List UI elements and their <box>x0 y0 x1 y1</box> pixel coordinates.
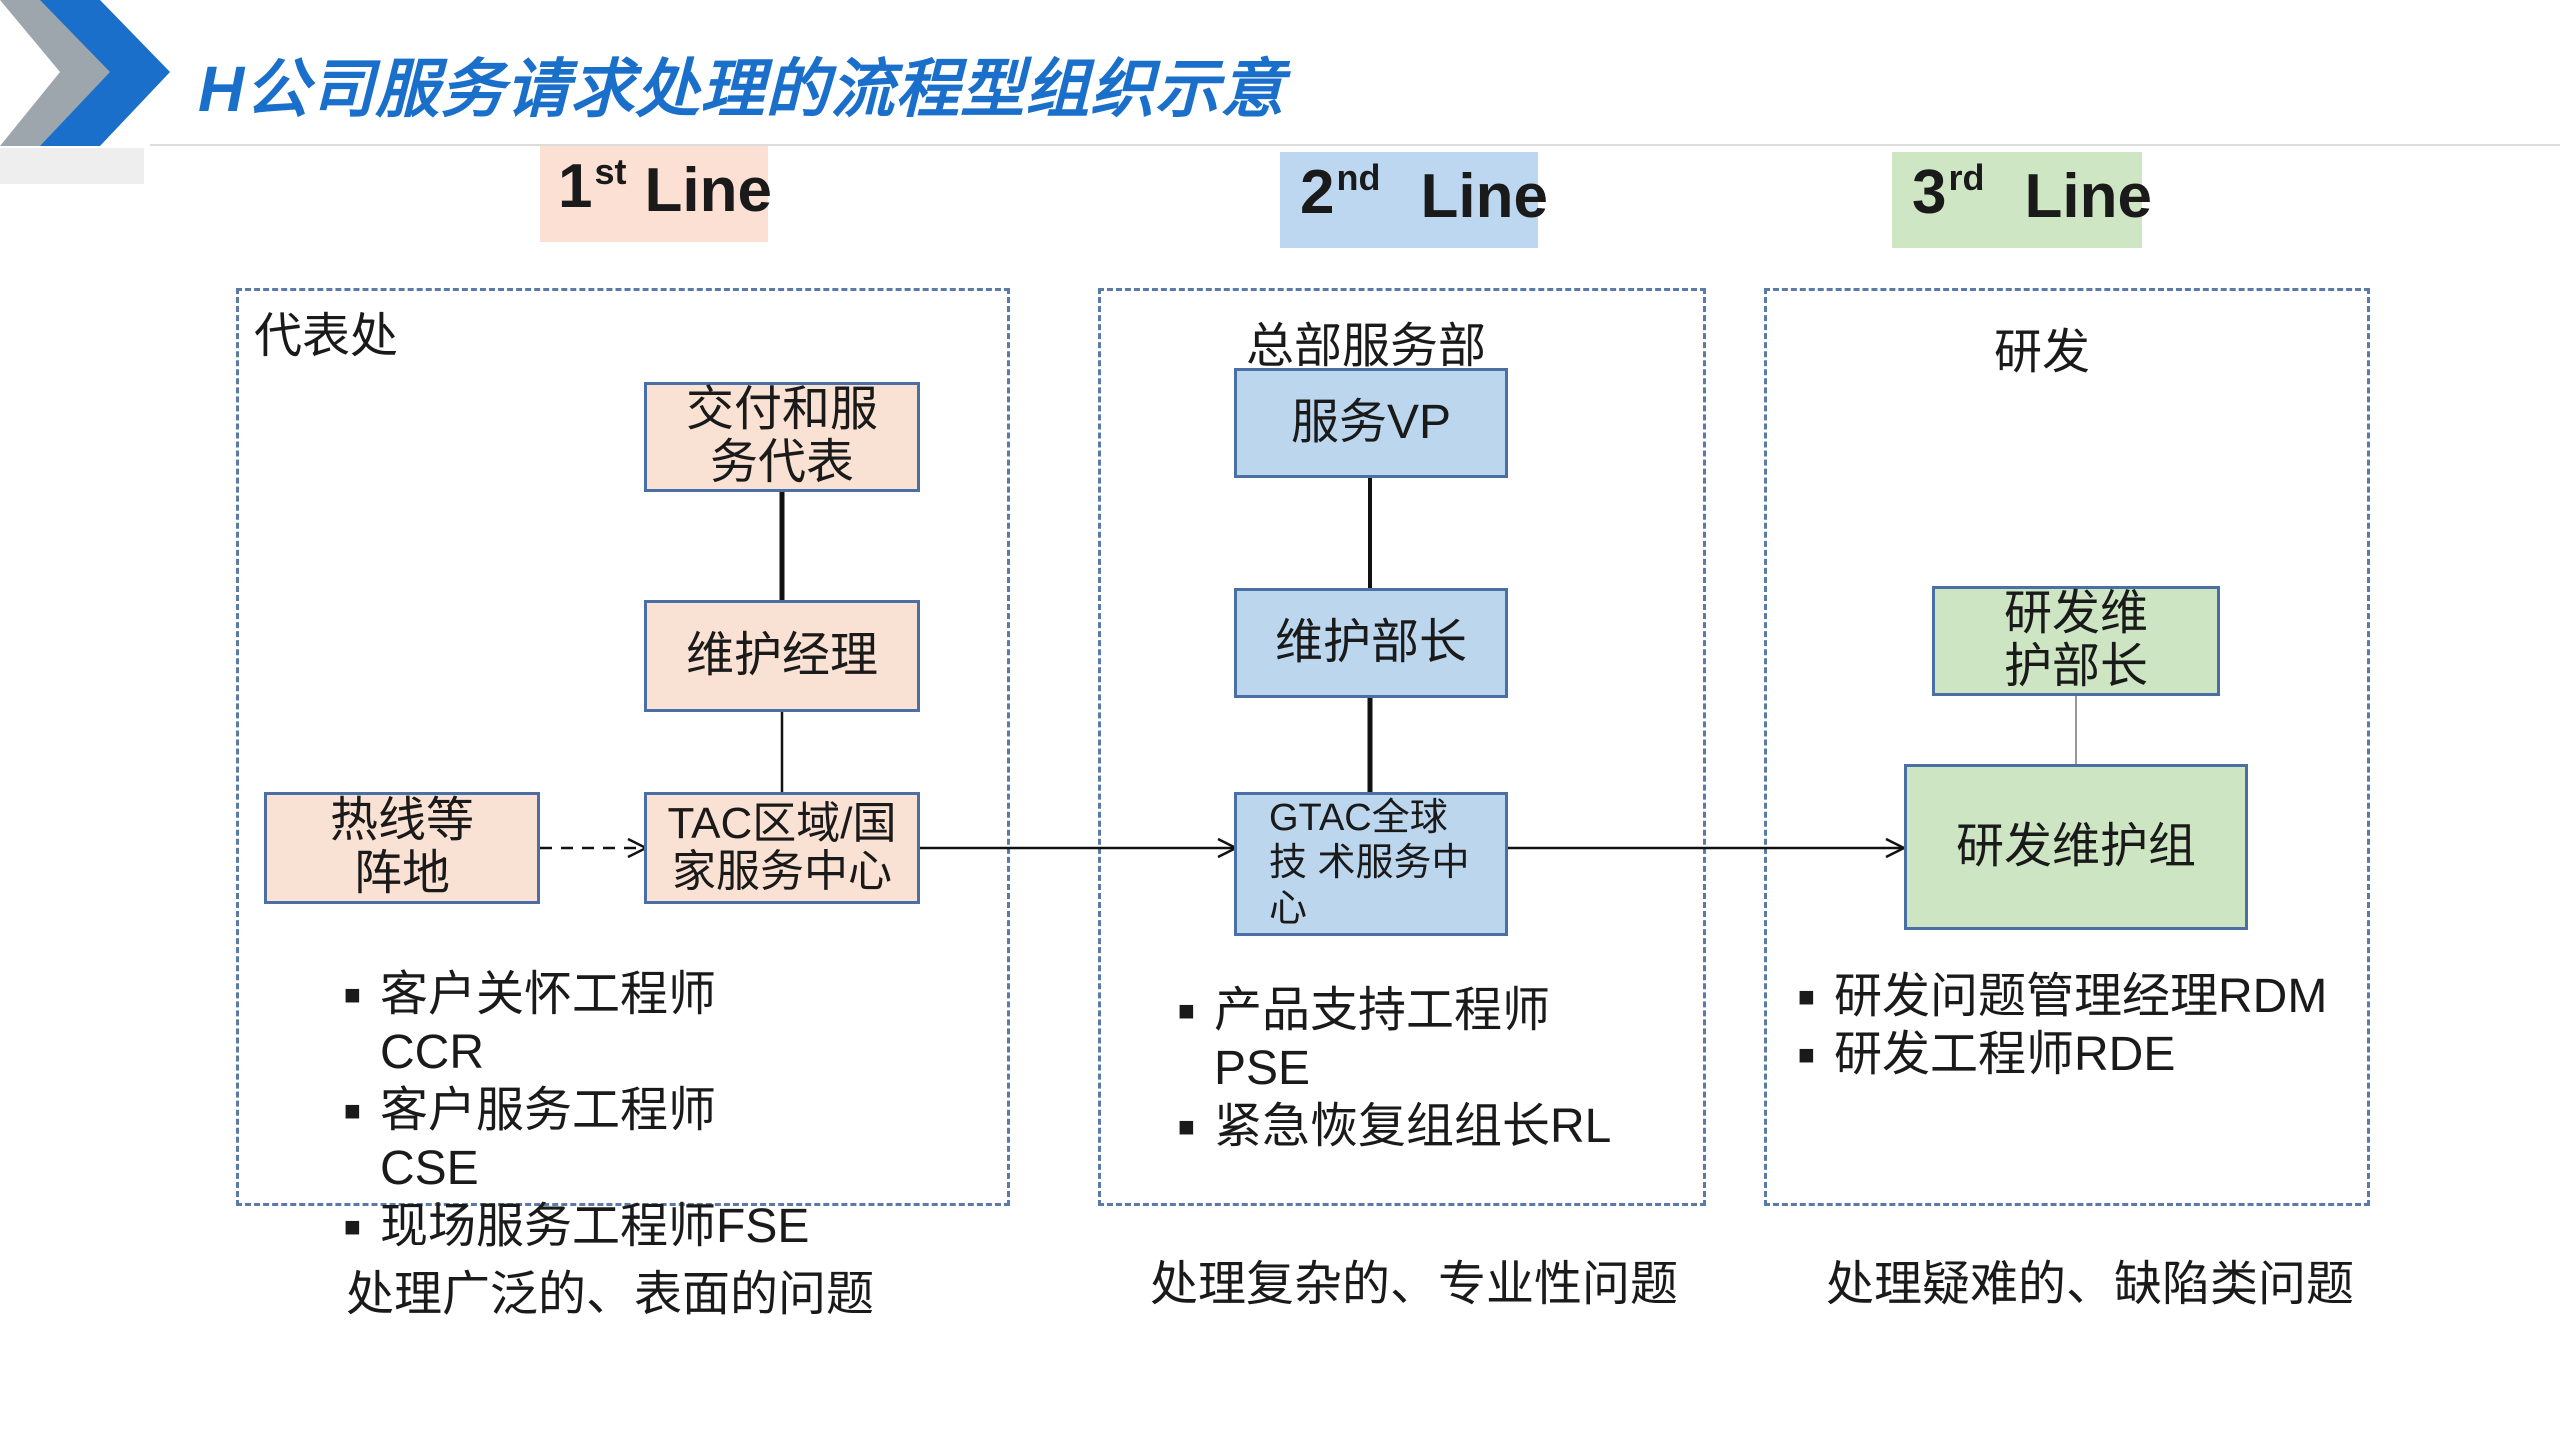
list-item: ■ 现场服务工程师FSE <box>344 1198 864 1256</box>
page-title: H公司服务请求处理的流程型组织示意 <box>198 53 1286 125</box>
bullet-icon: ■ <box>344 1095 361 1126</box>
panel-third-line <box>1764 288 2370 1206</box>
chevron-logo-icon <box>0 0 170 146</box>
role-rl: 紧急恢复组组长RL <box>1214 1100 1612 1153</box>
first-line-roles: ■ 客户关怀工程师CCR ■ 客户服务工程师CSE ■ 现场服务工程师FSE <box>344 966 809 1256</box>
title-divider <box>150 144 2560 146</box>
bullet-icon: ■ <box>1798 1039 1815 1070</box>
second-line-caption: 处理复杂的、专业性问题 <box>1150 1258 1679 1311</box>
line-2-word: Line <box>1420 162 1548 231</box>
panel-third-title: 研发 <box>1994 326 2091 379</box>
list-item: ■ 产品支持工程师PSE <box>1178 982 1598 1098</box>
bullet-icon: ■ <box>344 1211 361 1242</box>
box-maintenance-minister: 维护部长 <box>1234 588 1508 698</box>
second-line-roles: ■ 产品支持工程师PSE ■ 紧急恢复组组长RL <box>1178 982 1611 1156</box>
first-line-caption: 处理广泛的、表面的问题 <box>346 1268 875 1321</box>
panel-first-title: 代表处 <box>254 310 399 363</box>
bullet-icon: ■ <box>1798 981 1815 1012</box>
line-1-word: Line <box>644 156 772 225</box>
line-3-suffix: rd <box>1948 157 1985 198</box>
box-hotline: 热线等阵地 <box>264 792 540 904</box>
line-3-word: Line <box>2024 162 2152 231</box>
line-2-number: 2 <box>1300 158 1335 227</box>
role-rdm: 研发问题管理经理RDM <box>1834 970 2328 1023</box>
line-3-number: 3 <box>1912 158 1947 227</box>
panel-second-line <box>1098 288 1706 1206</box>
bullet-icon: ■ <box>1178 1111 1195 1142</box>
bullet-icon: ■ <box>344 979 361 1010</box>
line-2-suffix: nd <box>1336 157 1381 198</box>
role-ccr: 客户关怀工程师CCR <box>380 968 717 1079</box>
third-line-roles: ■ 研发问题管理经理RDM ■ 研发工程师RDE <box>1798 968 2358 1084</box>
list-item: ■ 紧急恢复组组长RL <box>1178 1098 1678 1156</box>
third-line-caption: 处理疑难的、缺陷类问题 <box>1826 1258 2355 1311</box>
line-label-2: 2 nd Line <box>1280 152 1548 248</box>
list-item: ■ 客户关怀工程师CCR <box>344 966 764 1082</box>
line-1-number: 1 <box>558 152 593 221</box>
line-label-3: 3 rd Line <box>1892 152 2152 248</box>
role-pse: 产品支持工程师PSE <box>1214 984 1551 1095</box>
role-rde: 研发工程师RDE <box>1834 1028 2176 1081</box>
role-fse: 现场服务工程师FSE <box>380 1200 810 1253</box>
list-item: ■ 客户服务工程师CSE <box>344 1082 764 1198</box>
box-maintenance-manager: 维护经理 <box>644 600 920 712</box>
line-1-suffix: st <box>594 151 627 192</box>
header-tab-decoration <box>0 148 144 184</box>
list-item: ■ 研发工程师RDE <box>1798 1026 2358 1084</box>
box-tac-center: TAC区域/国家服务中心 <box>644 792 920 904</box>
box-rd-maintenance-group: 研发维护组 <box>1904 764 2248 930</box>
box-rd-maintenance-minister: 研发维护部长 <box>1932 586 2220 696</box>
panel-first-line <box>236 288 1010 1206</box>
box-gtac-center: GTAC全球技 术服务中心 <box>1234 792 1508 936</box>
list-item: ■ 研发问题管理经理RDM <box>1798 968 2358 1026</box>
box-delivery-service-rep: 交付和服务代表 <box>644 382 920 492</box>
bullet-icon: ■ <box>1178 995 1195 1026</box>
role-cse: 客户服务工程师CSE <box>380 1084 717 1195</box>
line-label-1: 1 st Line <box>540 146 772 242</box>
box-service-vp: 服务VP <box>1234 368 1508 478</box>
panel-second-title: 总部服务部 <box>1246 320 1487 373</box>
